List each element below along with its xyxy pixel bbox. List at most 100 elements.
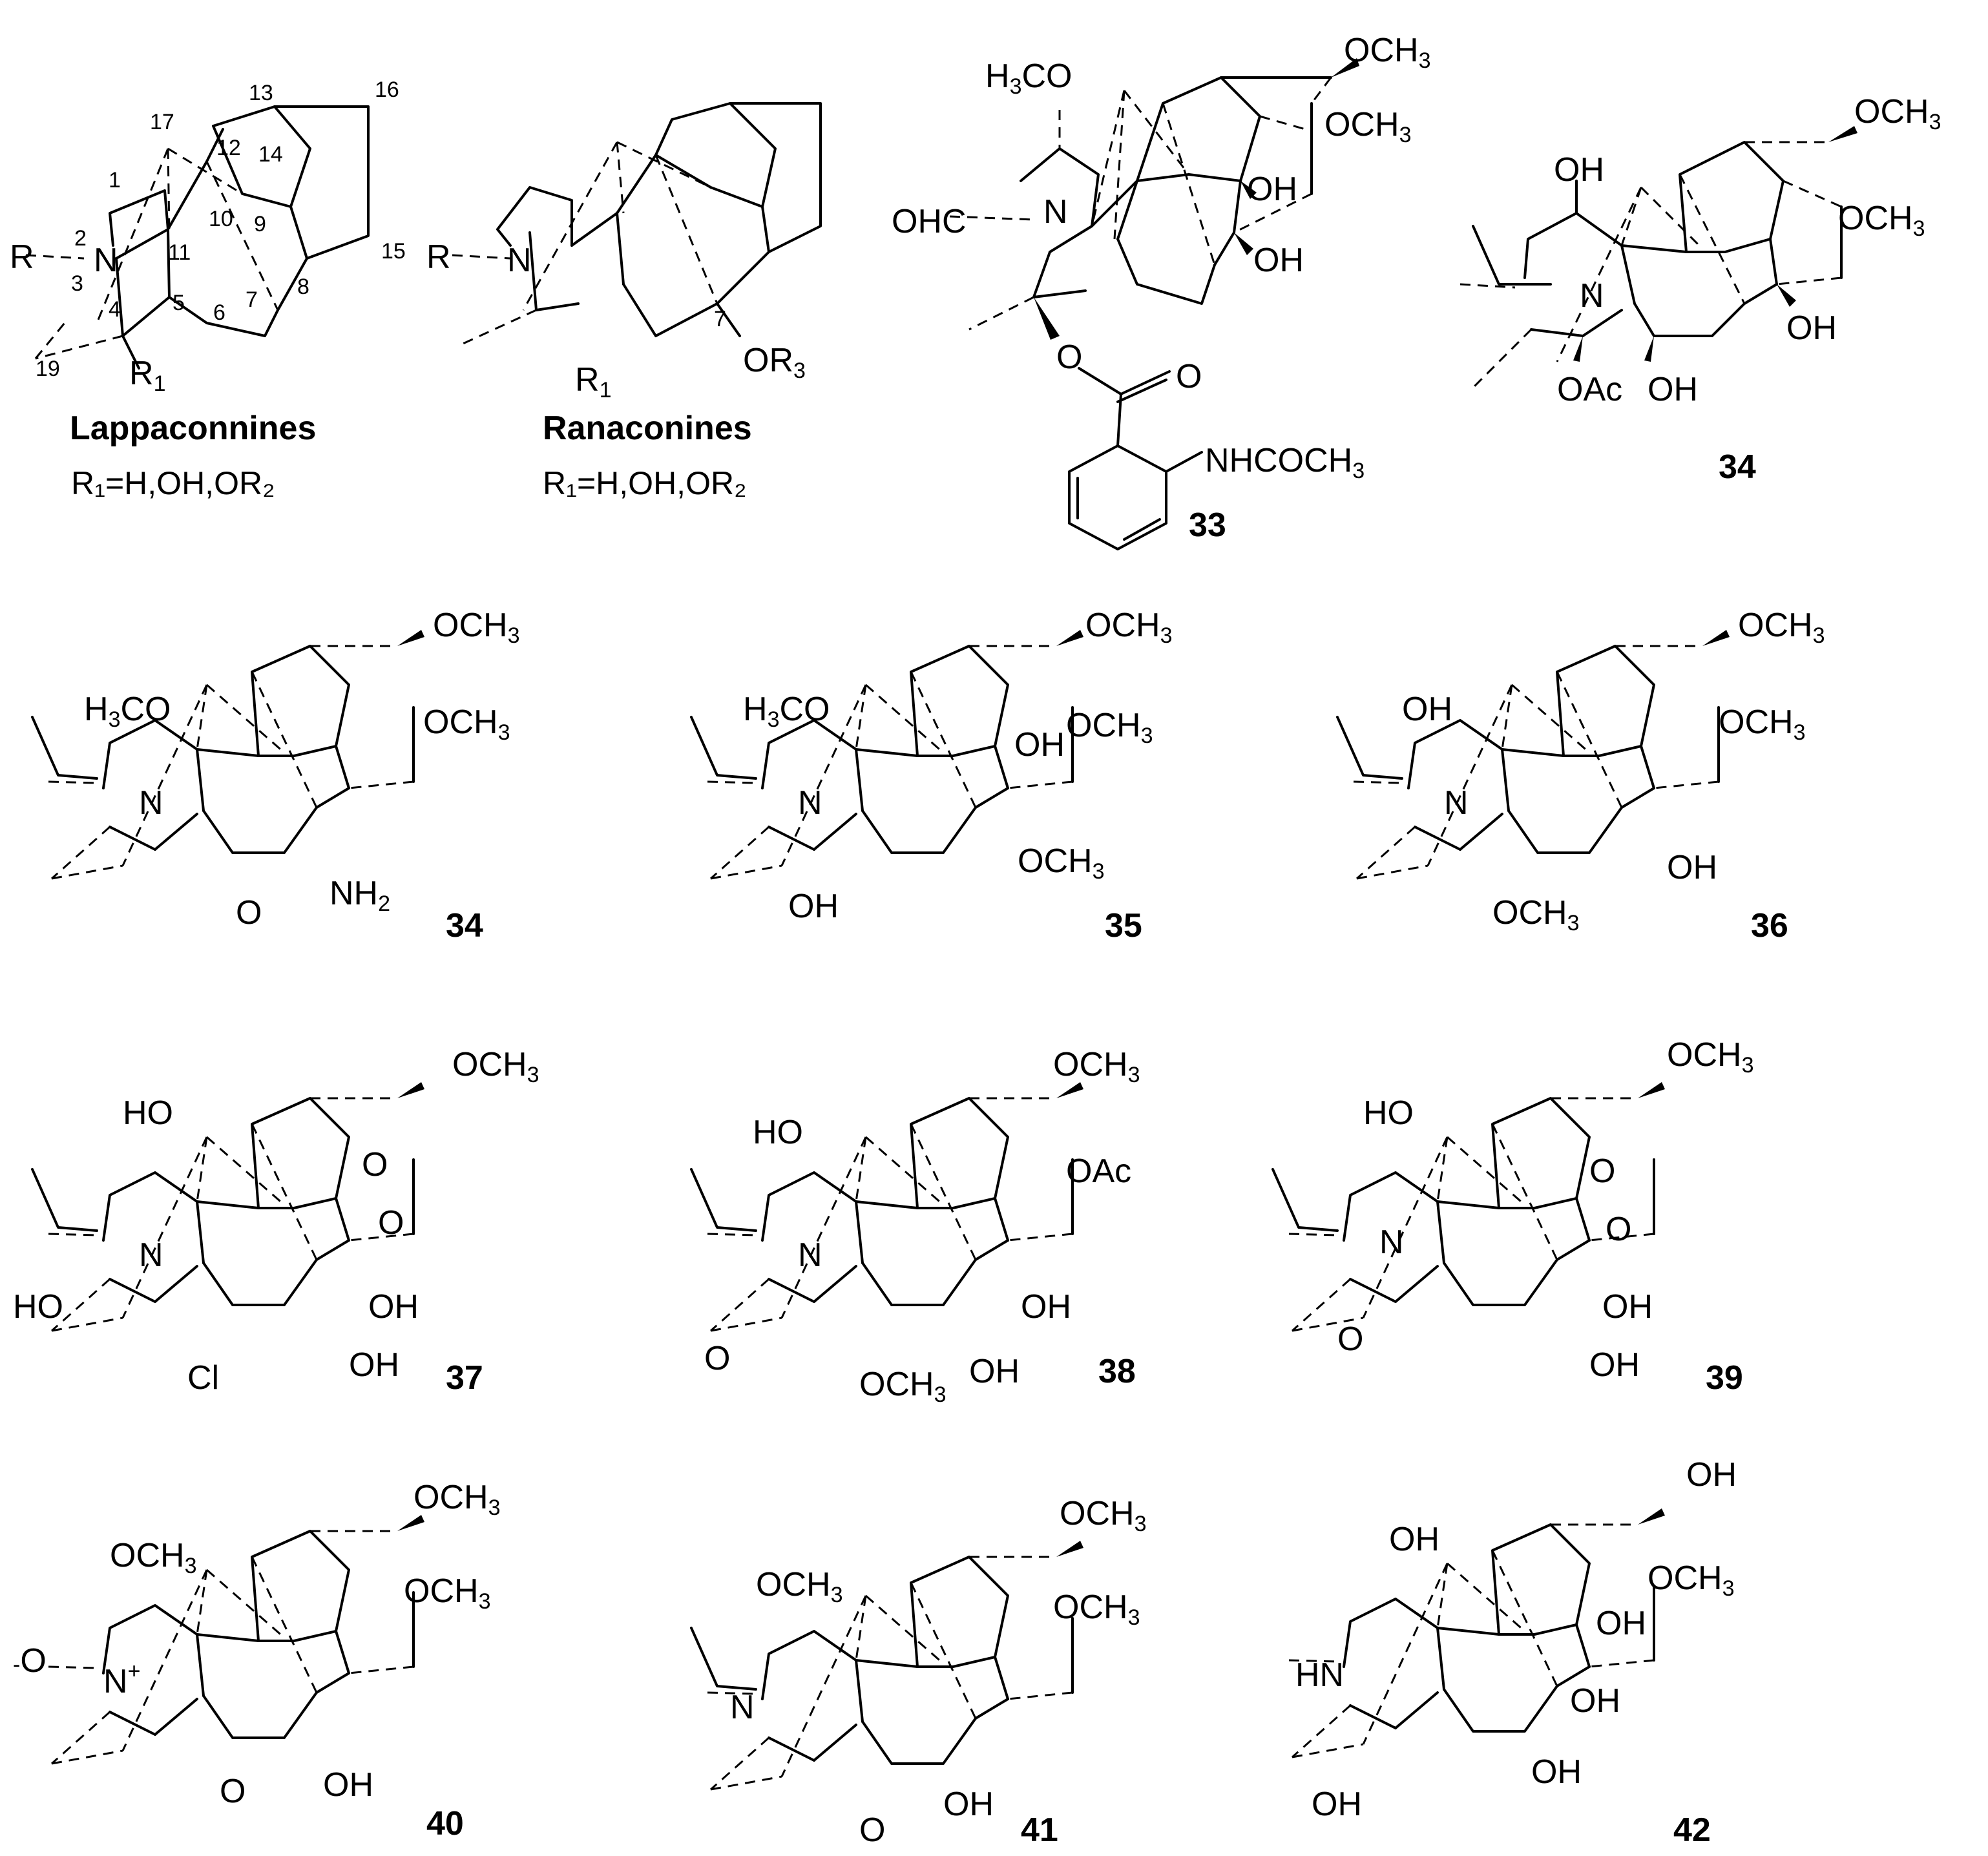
compound-label-38: 38 xyxy=(1098,1353,1136,1390)
substituent-label: OH xyxy=(1686,1456,1737,1494)
compound-label-34: 34 xyxy=(446,907,483,944)
substituent-label: OH xyxy=(1589,1346,1640,1384)
svg-text:OAc: OAc xyxy=(1557,371,1622,408)
substituent-label: OH xyxy=(323,1766,373,1804)
svg-text:13: 13 xyxy=(249,81,273,105)
svg-text:12: 12 xyxy=(216,136,241,160)
svg-text:H3CO: H3CO xyxy=(985,57,1072,99)
substituent-label: OCH3 xyxy=(433,607,519,648)
svg-text:10: 10 xyxy=(209,207,233,231)
substituent-label: OH xyxy=(788,888,839,925)
svg-text:OCH3: OCH3 xyxy=(1838,200,1925,241)
atom-number-17: 17 xyxy=(150,110,174,134)
svg-text:N: N xyxy=(1580,277,1604,315)
substituent-label: O xyxy=(704,1340,730,1377)
lappaconnines-r-definition: R₁=H,OH,OR₂ xyxy=(71,465,275,501)
svg-text:OH: OH xyxy=(1554,151,1604,189)
substituent-label: OCH3 xyxy=(404,1572,490,1614)
substituent-label: OH xyxy=(1389,1521,1439,1558)
lappaconnines-title: Lappaconnines xyxy=(70,410,316,447)
substituent-label: OCH3 xyxy=(1648,1559,1734,1601)
svg-text:3: 3 xyxy=(71,271,83,296)
substituent-label: N xyxy=(1379,1224,1404,1261)
svg-text:O: O xyxy=(1176,358,1202,395)
substituent-label: OCH3 xyxy=(110,1537,196,1578)
compound-34: OH N OCH3 OCH3 OH OAc OH 34 xyxy=(1460,93,1941,486)
svg-text:8: 8 xyxy=(297,275,309,299)
substituent-label: N+ xyxy=(103,1659,140,1700)
svg-text:N: N xyxy=(1043,193,1068,231)
substituent-label: N xyxy=(1444,784,1469,822)
substituent-label: H3CO xyxy=(743,691,830,732)
substituent-label: OH xyxy=(1021,1288,1071,1326)
nitrogen-atom: N xyxy=(94,242,118,279)
substituent-label: Cl xyxy=(187,1359,219,1397)
substituent-label: OCH3 xyxy=(452,1046,539,1087)
svg-text:2: 2 xyxy=(74,226,87,251)
ranaconines-r-definition: R₁=H,OH,OR₂ xyxy=(543,465,746,501)
substituent-label: OH xyxy=(1312,1786,1362,1823)
r-group: R xyxy=(10,238,34,276)
substituent-label: OH xyxy=(1596,1605,1646,1642)
substituent-label: OH xyxy=(943,1786,994,1823)
substituent-label: N xyxy=(798,1236,822,1274)
substituent-label: OH xyxy=(1667,849,1717,886)
substituent-label: O xyxy=(220,1773,246,1810)
compound-label-35: 35 xyxy=(1105,907,1142,944)
compound-33: H3CO OHC N OCH3 OCH3 OH OH O O NHCOCH3 3… xyxy=(892,32,1430,550)
substituent-label: OCH3 xyxy=(413,1479,500,1520)
substituent-label: HO xyxy=(1363,1094,1414,1132)
svg-text:16: 16 xyxy=(375,78,399,102)
row-compounds: H3CONOCH3OCH3ONH234H3CONOCH3OCH3OHOCH3OH… xyxy=(13,607,1825,1849)
substituent-label: OCH3 xyxy=(756,1566,842,1607)
substituent-label: OCH3 xyxy=(1738,607,1825,648)
compound-label-39: 39 xyxy=(1706,1359,1743,1397)
substituent-label: OCH3 xyxy=(1053,1046,1140,1087)
svg-text:14: 14 xyxy=(258,142,283,167)
substituent-label: OCH3 xyxy=(1060,1495,1146,1536)
structure-lappaconnines: R N R1 17 1 2 3 4 5 6 7 8 9 10 11 12 13 … xyxy=(10,78,406,501)
svg-text:OHC: OHC xyxy=(892,203,967,240)
substituent-label: HO xyxy=(123,1094,173,1132)
ranaconines-title: Ranaconines xyxy=(543,410,752,447)
substituent-label: OCH3 xyxy=(1018,842,1104,884)
svg-text:9: 9 xyxy=(254,212,266,236)
svg-text:OH: OH xyxy=(1786,309,1837,347)
svg-text:OH: OH xyxy=(1648,371,1698,408)
svg-text:OH: OH xyxy=(1253,242,1304,279)
svg-text:11: 11 xyxy=(168,240,191,265)
substituent-label: N xyxy=(139,1236,163,1274)
svg-text:7: 7 xyxy=(246,287,258,312)
svg-text:OCH3: OCH3 xyxy=(1344,32,1430,73)
substituent-label: NH2 xyxy=(330,875,390,916)
substituent-label: OCH3 xyxy=(1719,704,1805,745)
substituent-label: OH xyxy=(1402,691,1452,728)
substituent-label: O xyxy=(1337,1320,1363,1358)
substituent-label: HN xyxy=(1295,1656,1344,1694)
substituent-label: OH xyxy=(1014,726,1065,764)
svg-text:R1: R1 xyxy=(575,361,611,402)
substituent-label: OH xyxy=(1602,1288,1653,1326)
substituent-label: H3CO xyxy=(84,691,171,732)
compound-label-34: 34 xyxy=(1719,448,1756,486)
svg-text:OR3: OR3 xyxy=(743,342,806,383)
compound-label-37: 37 xyxy=(446,1359,483,1397)
substituent-label: OCH3 xyxy=(1492,894,1579,935)
svg-text:OCH3: OCH3 xyxy=(1854,93,1941,134)
svg-text:19: 19 xyxy=(36,357,60,381)
substituent-label: O xyxy=(1606,1211,1631,1248)
svg-text:R1: R1 xyxy=(129,355,165,396)
substituent-label: OH xyxy=(349,1346,399,1384)
substituent-label: N xyxy=(730,1689,755,1726)
substituent-label: O xyxy=(236,894,262,932)
substituent-label: OH xyxy=(969,1353,1020,1390)
compound-label-41: 41 xyxy=(1021,1811,1058,1849)
